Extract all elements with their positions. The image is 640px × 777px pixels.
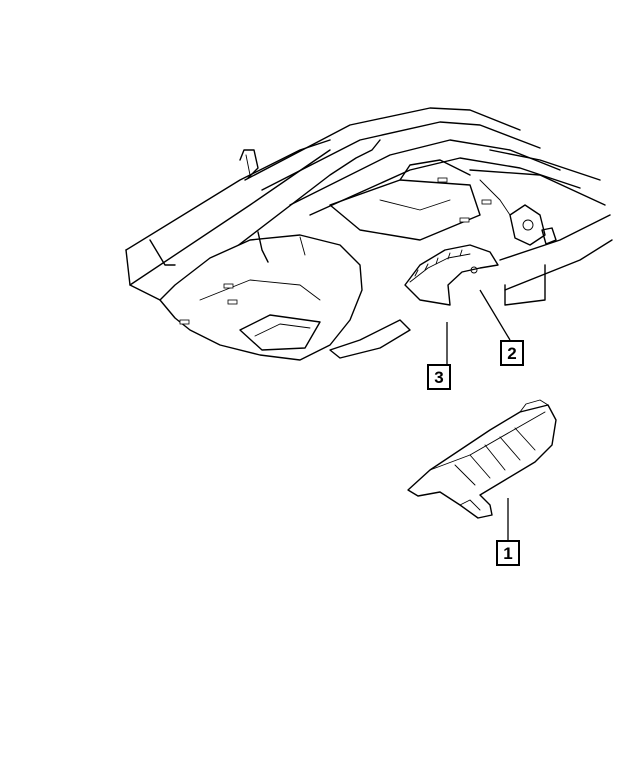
- exhaust-heat-shield: [407, 399, 557, 519]
- callout-label: 3: [434, 368, 443, 387]
- tunnel-heat-shield: [404, 244, 499, 306]
- vehicle-underbody: [125, 107, 613, 361]
- callout-1[interactable]: 1: [496, 540, 520, 566]
- callout-label: 1: [503, 544, 512, 563]
- callout-2[interactable]: 2: [500, 340, 524, 366]
- callout-3[interactable]: 3: [427, 364, 451, 390]
- stud-icon: [179, 177, 492, 325]
- leader-line-2: [479, 289, 511, 341]
- callout-label: 2: [507, 344, 516, 363]
